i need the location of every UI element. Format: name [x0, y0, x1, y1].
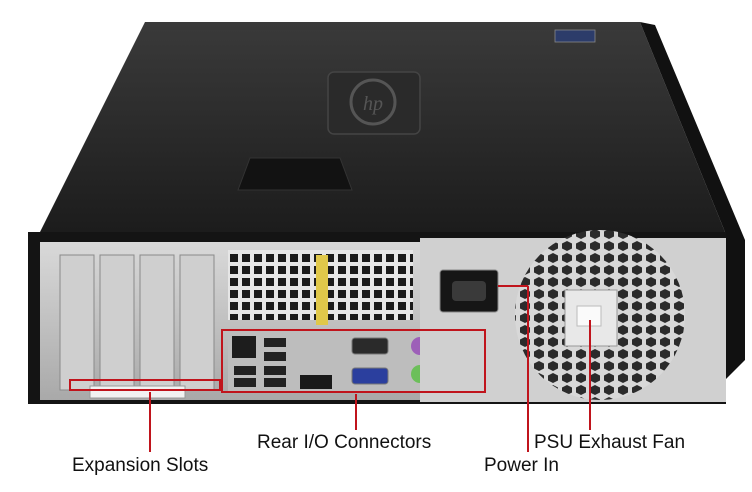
usb-ports — [234, 338, 286, 387]
power-in-label: Power In — [484, 455, 559, 476]
case-sticker — [554, 29, 596, 43]
usb-port — [234, 378, 256, 387]
expansion-slots-label: Expansion Slots — [72, 455, 209, 476]
psu-exhaust-fan-label: PSU Exhaust Fan — [534, 432, 686, 453]
vga-port — [351, 367, 389, 385]
cable-lock-strap — [316, 255, 328, 325]
rear-io-connectors-label: Rear I/O Connectors — [257, 432, 432, 453]
serial-port — [351, 337, 389, 355]
expansion-slots-highlight — [69, 379, 221, 391]
usb-port — [264, 352, 286, 361]
usb-port — [234, 366, 256, 375]
power-inlet-pins — [452, 281, 486, 301]
slot-cover — [179, 254, 215, 391]
callout-overlays — [69, 285, 591, 452]
hp-logo-text: hp — [363, 93, 383, 115]
hp-logo-icon — [349, 78, 397, 126]
case-right-side — [640, 22, 745, 380]
logo-plate — [327, 71, 421, 135]
slot-cover — [99, 254, 135, 391]
slot-cover — [139, 254, 175, 391]
serial-barcode-label — [89, 385, 186, 399]
rear-io-highlight — [221, 329, 486, 393]
slot-cover — [59, 254, 95, 391]
expansion-slot-covers — [59, 254, 215, 391]
top-handle-recess — [237, 157, 353, 191]
ethernet-port — [232, 336, 256, 358]
displayport-port — [300, 375, 332, 389]
usb-port — [264, 366, 286, 375]
usb-port — [264, 338, 286, 347]
usb-port — [264, 378, 286, 387]
